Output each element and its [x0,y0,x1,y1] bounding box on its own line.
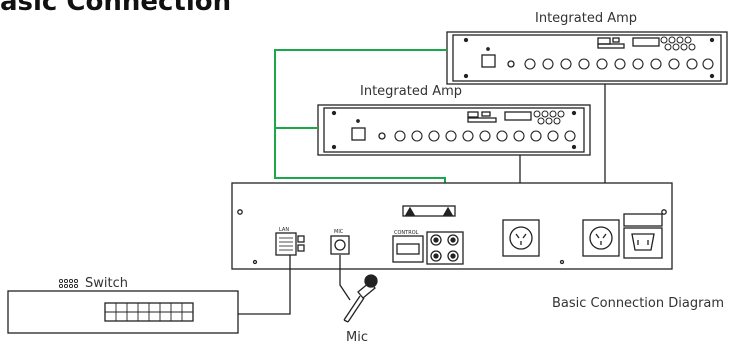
mic-label: Mic [346,330,368,345]
amp-mid-unit [317,104,591,156]
diagram-title: asic Connection [0,0,231,17]
lan-port-label: LAN [279,227,289,233]
amp-top-label: Integrated Amp [535,11,637,26]
amp-top-unit [446,31,728,85]
diagram-caption: Basic Connection Diagram [552,296,724,311]
microphone-icon [343,274,378,323]
control-port-label: CONTROL [394,230,419,236]
switch-label: Switch [85,276,128,291]
mic-port-label: MIC [334,229,344,235]
switch-led-icon [58,278,79,289]
lan-to-switch-cable [238,255,291,315]
switch-unit [7,290,239,334]
main-rear-panel [231,182,673,270]
mic-cable [339,255,351,301]
amp-mid-label: Integrated Amp [360,84,462,99]
